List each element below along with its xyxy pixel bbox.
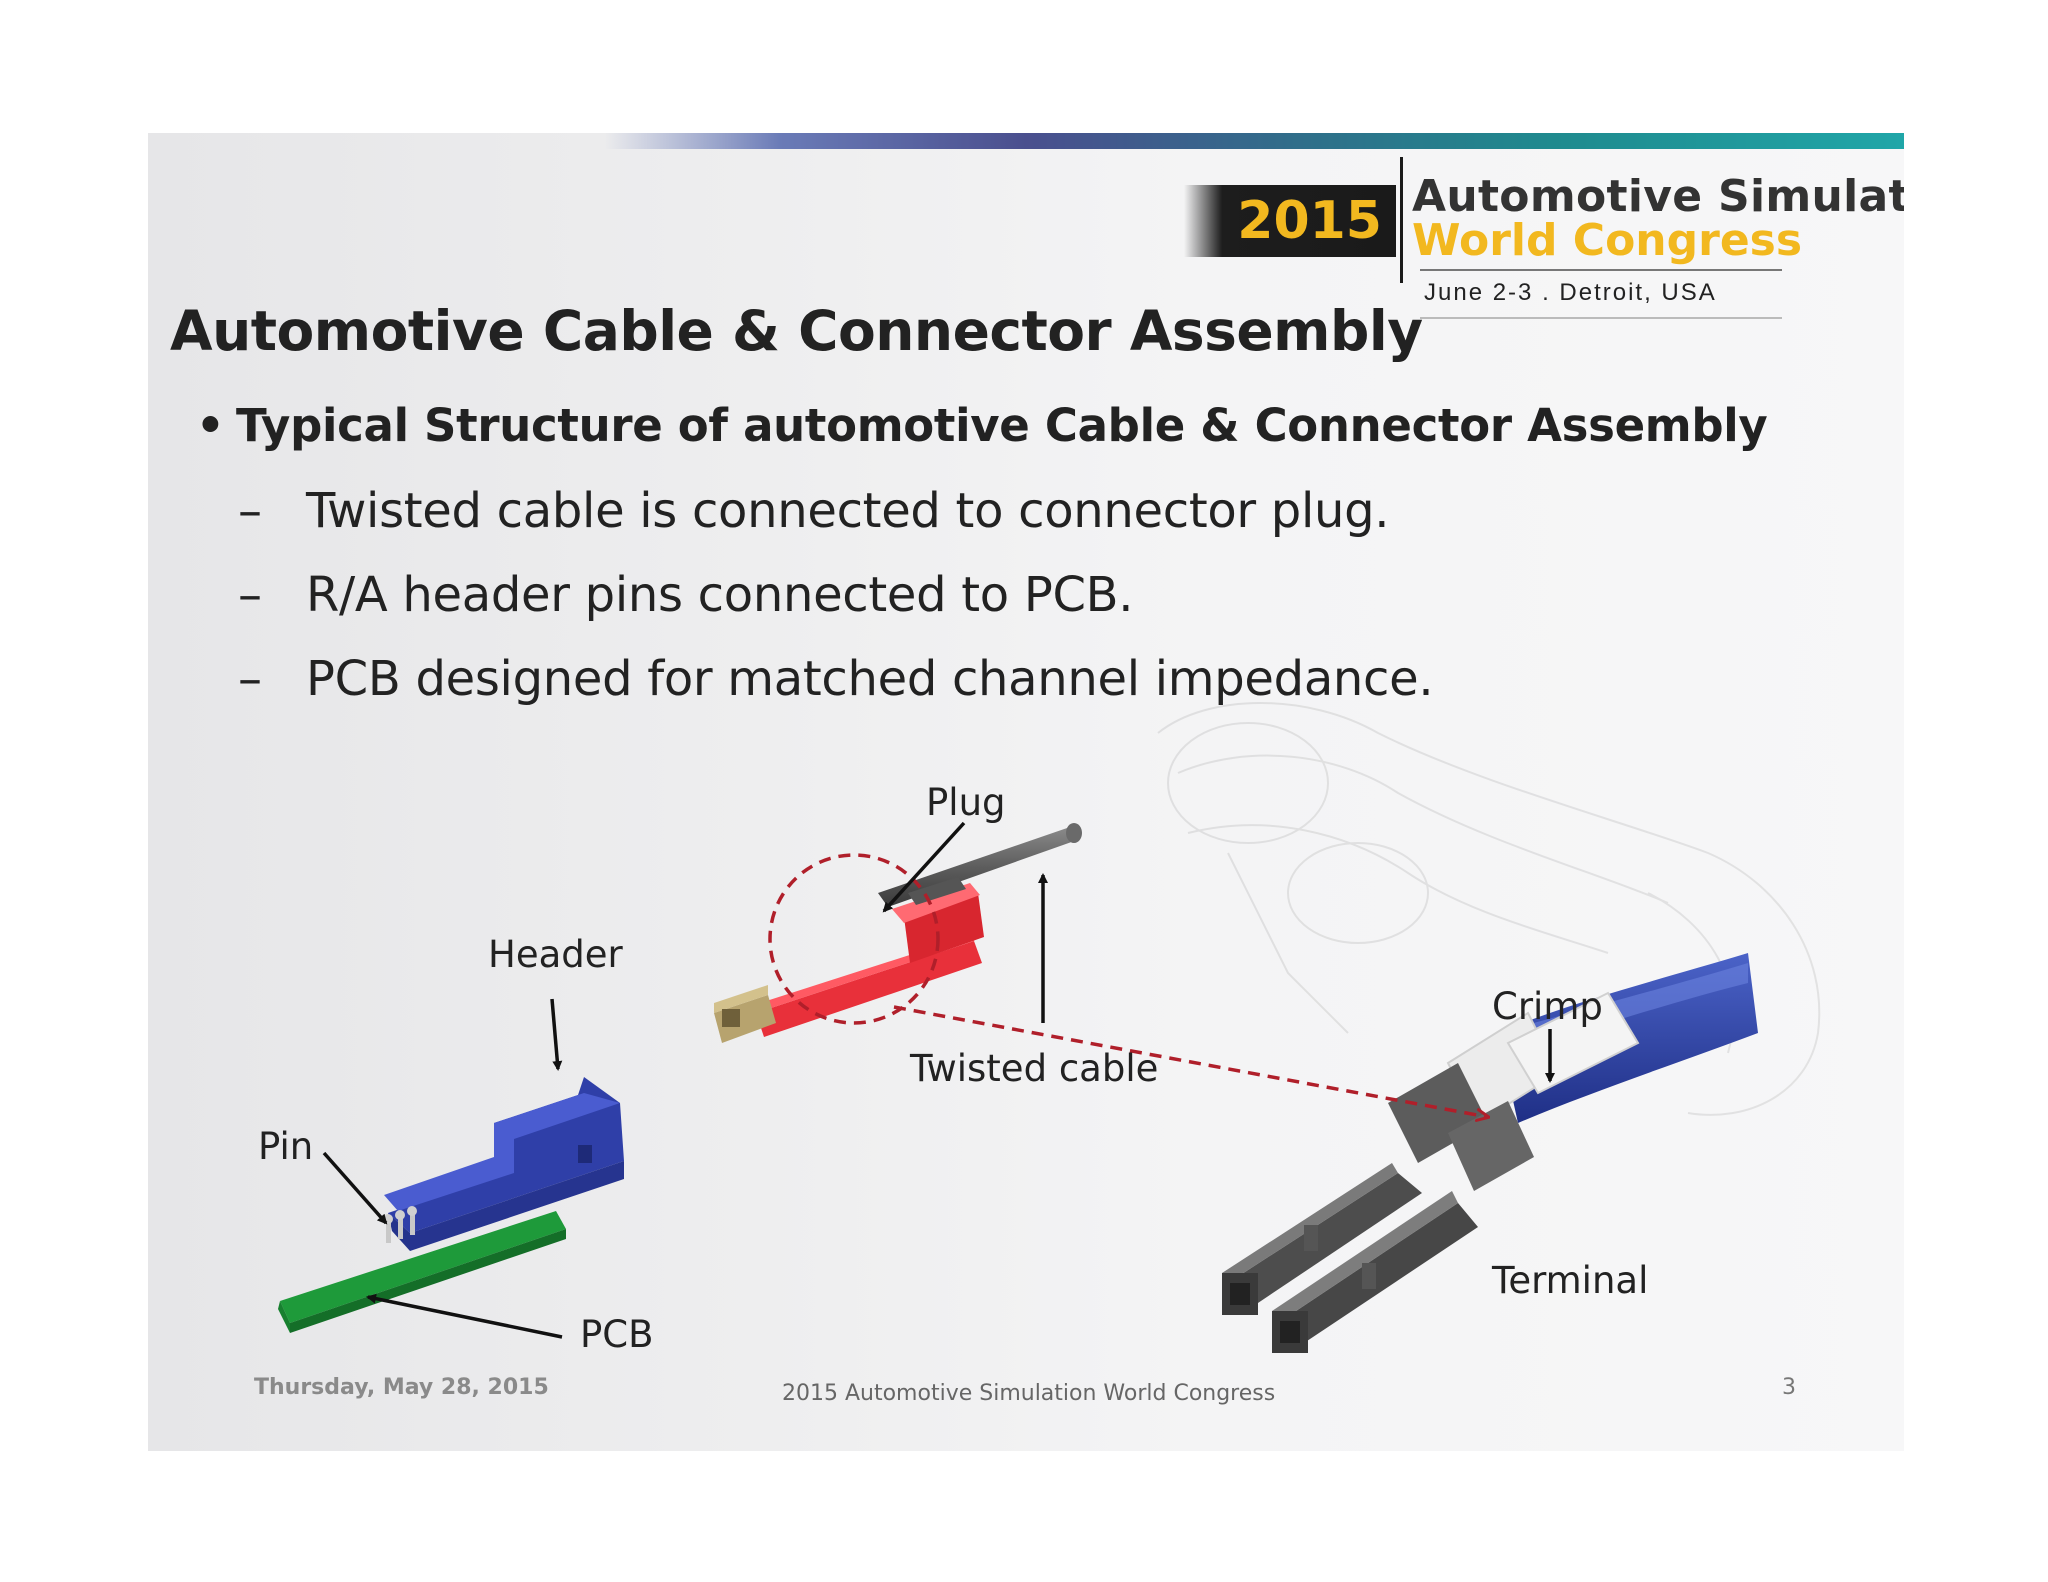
plug-cable-assembly <box>714 823 1082 1043</box>
label-pcb: PCB <box>580 1313 654 1356</box>
footer-date: Thursday, May 28, 2015 <box>254 1375 549 1400</box>
label-terminal: Terminal <box>1492 1259 1649 1302</box>
dash-icon: – <box>238 567 262 623</box>
sub-bullet: –PCB designed for matched channel impeda… <box>238 651 1434 707</box>
label-pin: Pin <box>258 1125 314 1168</box>
sub-bullet-text: PCB designed for matched channel impedan… <box>306 651 1434 707</box>
sub-bullet-text: Twisted cable is connected to connector … <box>306 483 1390 539</box>
header-pcb-assembly <box>278 1077 624 1333</box>
dash-icon: – <box>238 483 262 539</box>
sub-bullet: –R/A header pins connected to PCB. <box>238 567 1134 623</box>
logo-date-location: June 2-3 . Detroit, USA <box>1424 279 1717 306</box>
pcb-arrow <box>366 1293 563 1339</box>
label-plug: Plug <box>926 781 1006 824</box>
assembly-diagram <box>278 702 1821 1353</box>
slide: 2015 Automotive Simulation World Congres… <box>148 133 1904 1451</box>
dash-icon: – <box>238 651 262 707</box>
footer-title: 2015 Automotive Simulation World Congres… <box>782 1381 1276 1406</box>
label-crimp: Crimp <box>1492 985 1603 1028</box>
sub-bullet-text: R/A header pins connected to PCB. <box>306 567 1134 623</box>
logo-rule <box>1420 269 1782 271</box>
label-header: Header <box>488 933 623 976</box>
main-bullet: •Typical Structure of automotive Cable &… <box>196 399 1768 452</box>
bullet-dot-icon: • <box>196 399 225 452</box>
logo-divider <box>1400 157 1403 283</box>
page-number: 3 <box>1782 1375 1796 1400</box>
top-gradient-bar <box>148 133 1904 149</box>
car-outline-watermark <box>1157 702 1821 1116</box>
dashed-pointer-arrow <box>893 1005 1488 1117</box>
logo-title-line2: World Congress <box>1412 215 1803 266</box>
page-title: Automotive Cable & Connector Assembly <box>170 299 1423 363</box>
terminal-crimp-assembly <box>1222 953 1758 1353</box>
annotation-arrows <box>322 821 1555 1339</box>
label-twisted-cable: Twisted cable <box>910 1047 1159 1090</box>
header-arrow <box>550 998 563 1071</box>
logo-title-line1: Automotive Simulation <box>1412 171 1904 222</box>
logo-year-box: 2015 <box>1184 185 1396 257</box>
sub-bullet: –Twisted cable is connected to connector… <box>238 483 1390 539</box>
plug-arrow <box>882 821 966 913</box>
logo-rule <box>1420 317 1782 319</box>
pin-arrow <box>322 1151 388 1225</box>
main-bullet-text: Typical Structure of automotive Cable & … <box>236 399 1768 452</box>
